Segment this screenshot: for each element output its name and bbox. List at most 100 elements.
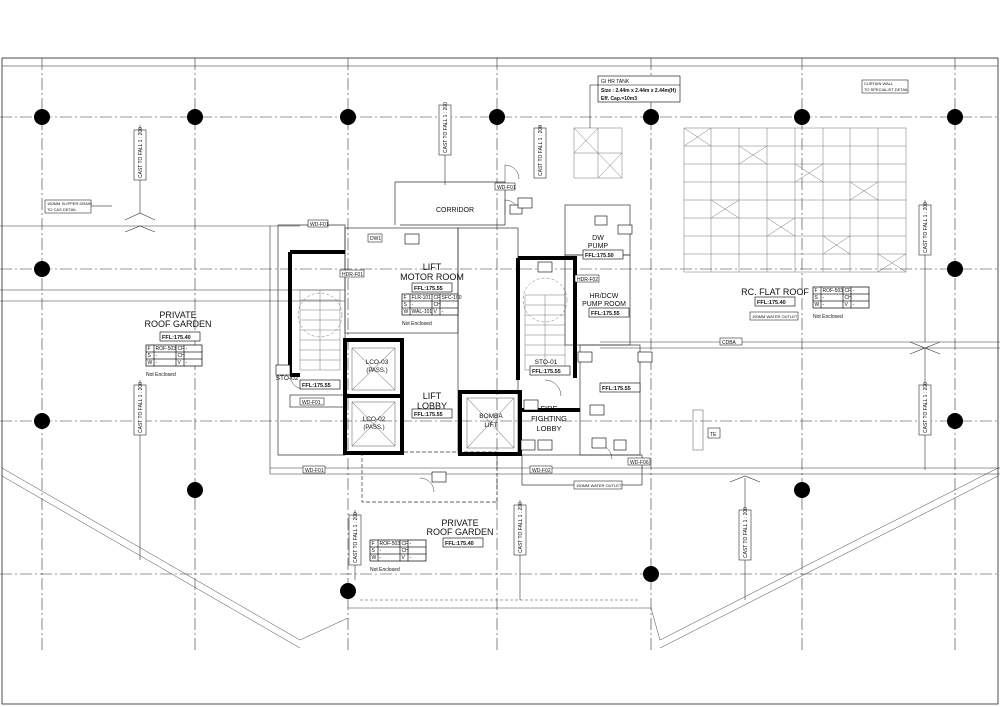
fighting-label: FIGHTING xyxy=(531,414,567,423)
tank-capacity: Eff. Cap.=10m3 xyxy=(601,96,637,102)
structural-columns xyxy=(34,109,963,599)
ffl-right-corridor: FFL:175.55 xyxy=(602,386,631,392)
finish-table-cell-border xyxy=(183,358,203,367)
finish-table-cell: V xyxy=(845,302,849,308)
not-enclosed-bottom: Not Enclosed xyxy=(370,567,400,573)
fall-arrows xyxy=(124,105,941,600)
finish-table-cell: CH xyxy=(845,295,853,301)
dw-pump-label: DW xyxy=(592,235,604,242)
bottom-garden-label-2: ROOF GARDEN xyxy=(426,527,493,537)
tank-title: GI HR TANK xyxy=(601,79,630,85)
hr-dcw-label-2: PUMP ROOM xyxy=(582,301,626,308)
fall-label-1: CAST TO FALL 1 : 200 xyxy=(138,127,144,178)
lift-motor-room-label-2: MOTOR ROOM xyxy=(400,272,464,282)
lco-02-label: LCO-02 xyxy=(363,416,386,423)
water-outlet-right: 150MM WATER OUTLET xyxy=(752,314,798,319)
finish-table-cell: S xyxy=(148,353,152,359)
core-thick-walls xyxy=(288,250,580,456)
finish-table-cell: CF xyxy=(178,346,185,352)
equip-tag-3: HDR-F01 xyxy=(342,272,363,278)
fixture-symbols xyxy=(275,197,653,483)
finish-table-cell: S xyxy=(372,548,376,554)
equip-tag-9: WD-F02 xyxy=(532,468,551,474)
pipe-lines xyxy=(0,225,1000,475)
slipper-drain-note-2: TO C&S DETAIL xyxy=(47,207,77,212)
finish-table-cell: V xyxy=(178,360,182,366)
equip-tag-5: WD-F01 xyxy=(310,222,329,228)
left-garden-label: PRIVATE xyxy=(159,310,196,320)
sto-01-label: STO-01 xyxy=(535,359,558,366)
ffl-sto-02: FFL:175.55 xyxy=(302,383,331,389)
equipment-tags: DW1 WD-F01 HDR-F01 HDR-F02 WD-F01 CDBA W… xyxy=(302,185,737,474)
finish-table-cell: CF xyxy=(402,541,409,547)
ffl-texts: FFL:175.55 FFL:175.50 FFL:175.55 FFL:175… xyxy=(162,253,786,547)
finish-table-cell: - xyxy=(410,555,412,561)
note-callouts: 150MM SLIPPER DRAIN TO C&S DETAIL CURTAI… xyxy=(44,79,909,490)
sto-02-label: STO-02 xyxy=(276,375,299,382)
finish-table-cell: S xyxy=(815,295,819,301)
rc-flat-roof-label: RC. FLAT ROOF xyxy=(741,287,809,297)
tank-grid xyxy=(573,127,623,179)
stair-treads xyxy=(297,277,568,371)
lco-03-pass: (PASS.) xyxy=(366,368,387,374)
finish-table-cell: CH xyxy=(178,353,186,359)
fall-label-3: CAST TO FALL 1 : 200 xyxy=(443,102,449,153)
finish-table-cell: W xyxy=(815,302,820,308)
not-enclosed-motor: Not Enclosed xyxy=(402,321,432,327)
equip-tag-10: WD-F01 xyxy=(302,400,321,406)
equip-tag-2: WD-F01 xyxy=(497,185,516,191)
finish-table-cell: - xyxy=(380,555,382,561)
fall-label-7: CAST TO FALL 1 : 200 xyxy=(353,512,359,563)
finish-table-cell: W xyxy=(148,360,153,366)
lobby-label: LOBBY xyxy=(536,424,561,433)
lco-02-pass: (PASS.) xyxy=(363,425,384,431)
ffl-motor-room: FFL:175.55 xyxy=(414,286,443,292)
finish-table-cell-border xyxy=(850,300,870,309)
finish-table-cell: SFC-100 xyxy=(442,295,462,301)
lift-lobby-label: LIFT xyxy=(423,391,442,401)
dw-pump-label-2: PUMP xyxy=(588,243,609,250)
finish-table-cell: CH xyxy=(402,548,410,554)
finish-table-cell-border xyxy=(407,553,427,562)
finish-table-cell: S xyxy=(404,302,408,308)
hr-dcw-label: HR/DCW xyxy=(590,293,619,300)
door-swings xyxy=(289,164,613,493)
te-label: TE xyxy=(710,432,717,438)
finish-table-cell: F xyxy=(404,295,407,301)
finish-table-cell: - xyxy=(186,346,188,352)
equip-tag-8: WD-F01 xyxy=(305,468,324,474)
finish-table-cell: CH xyxy=(434,302,442,308)
finish-table-cell: ROF-503 xyxy=(823,288,844,294)
finish-table-cell: W xyxy=(372,555,377,561)
tank-size: Size : 2.44m x 2.44m x 2.44m(H) xyxy=(601,88,676,94)
ffl-tags xyxy=(159,249,796,548)
finish-table-cell: - xyxy=(156,360,158,366)
lift-lobby-label-2: LOBBY xyxy=(417,401,447,411)
curtain-wall-note: CURTAIN WALL xyxy=(864,81,894,86)
lift-cars xyxy=(351,347,515,449)
finish-table-cell: - xyxy=(823,295,825,301)
finish-table-cell: - xyxy=(853,288,855,294)
not-enclosed-left: Not Enclosed xyxy=(146,372,176,378)
finish-table-cell: - xyxy=(412,302,414,308)
ffl-bottom-garden: FFL:175.40 xyxy=(445,541,474,547)
ffl-left-garden: FFL:175.40 xyxy=(162,335,191,341)
finish-table-cell: CF xyxy=(434,295,441,301)
cast-to-fall-labels: CAST TO FALL 1 : 200 CAST TO FALL 1 : 20… xyxy=(133,102,932,566)
finish-table-cell: - xyxy=(380,548,382,554)
finish-table-cell: FLR-101 xyxy=(412,295,432,301)
ffl-lift-lobby: FFL:175.55 xyxy=(414,412,443,418)
finish-table-cell: WAL-101 xyxy=(412,309,433,315)
ffl-hr-dcw: FFL:175.55 xyxy=(591,311,620,317)
equip-tag-1: DW1 xyxy=(370,236,381,242)
fire-label: FIRE xyxy=(540,404,557,413)
skylight-grid xyxy=(683,127,907,273)
finish-table-cell: ROF-503 xyxy=(156,346,177,352)
ffl-sto-01: FFL:175.55 xyxy=(532,369,561,375)
finish-table-cell: V xyxy=(434,309,438,315)
tank-callout: GI HR TANK Size : 2.44m x 2.44m x 2.44m(… xyxy=(589,75,681,128)
finish-table-cell: ROF-503 xyxy=(380,541,401,547)
equip-tag-4: HDR-F02 xyxy=(577,277,598,283)
